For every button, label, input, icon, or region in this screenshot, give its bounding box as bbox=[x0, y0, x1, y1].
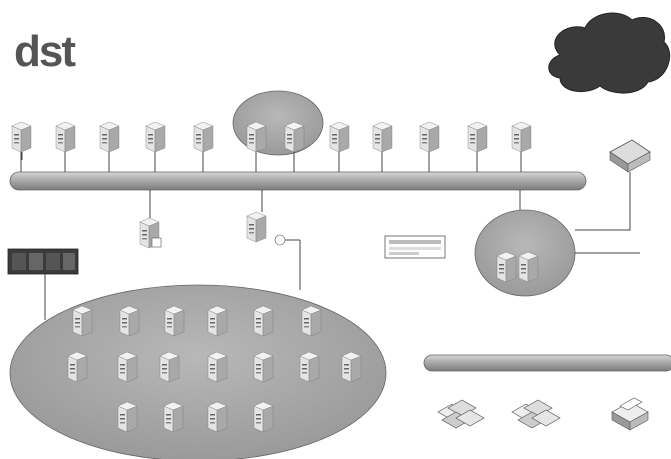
server-icon bbox=[254, 402, 273, 432]
server-icon bbox=[12, 122, 31, 152]
server-icon bbox=[118, 402, 137, 432]
server-icon bbox=[254, 306, 273, 336]
server-icon bbox=[247, 122, 266, 152]
server-icon bbox=[165, 306, 184, 336]
server-icon bbox=[208, 402, 227, 432]
server-icon bbox=[512, 122, 531, 152]
printer bbox=[575, 140, 650, 230]
internet-cloud bbox=[549, 13, 670, 93]
mid-left-servers bbox=[135, 190, 300, 290]
right-cluster bbox=[475, 190, 640, 296]
right-bus bbox=[424, 355, 671, 371]
server-icon bbox=[100, 122, 119, 152]
server-icon bbox=[330, 122, 349, 152]
workstation-groups bbox=[438, 398, 648, 430]
monitor-panel bbox=[385, 236, 445, 267]
workstation-group-icon bbox=[512, 400, 560, 428]
cloud-icon bbox=[549, 13, 670, 93]
server-icon bbox=[56, 122, 75, 152]
printer-icon bbox=[612, 398, 648, 430]
server-icon bbox=[285, 122, 304, 152]
disc-icon bbox=[275, 235, 285, 245]
server-icon bbox=[160, 352, 179, 382]
monitor-icon bbox=[152, 238, 161, 247]
server-icon bbox=[302, 306, 321, 336]
server-icon bbox=[373, 122, 392, 152]
server-icon bbox=[420, 122, 439, 152]
server-icon bbox=[146, 122, 165, 152]
server-icon bbox=[342, 352, 361, 382]
server-icon bbox=[519, 252, 538, 282]
server-icon bbox=[164, 402, 183, 432]
backbone-bus bbox=[10, 172, 586, 190]
server-icon bbox=[468, 122, 487, 152]
server-icon bbox=[68, 352, 87, 382]
server-icon bbox=[208, 306, 227, 336]
workstation-group-icon bbox=[438, 400, 484, 428]
server-icon bbox=[194, 122, 213, 152]
top-cluster bbox=[233, 91, 323, 155]
server-icon bbox=[208, 352, 227, 382]
server-icon bbox=[247, 212, 266, 242]
server-icon bbox=[73, 306, 92, 336]
big-cluster bbox=[10, 285, 386, 459]
server-icon bbox=[497, 252, 516, 282]
server-icon bbox=[118, 352, 137, 382]
server-icon bbox=[254, 352, 273, 382]
server-icon bbox=[120, 306, 139, 336]
server-icon bbox=[300, 352, 319, 382]
